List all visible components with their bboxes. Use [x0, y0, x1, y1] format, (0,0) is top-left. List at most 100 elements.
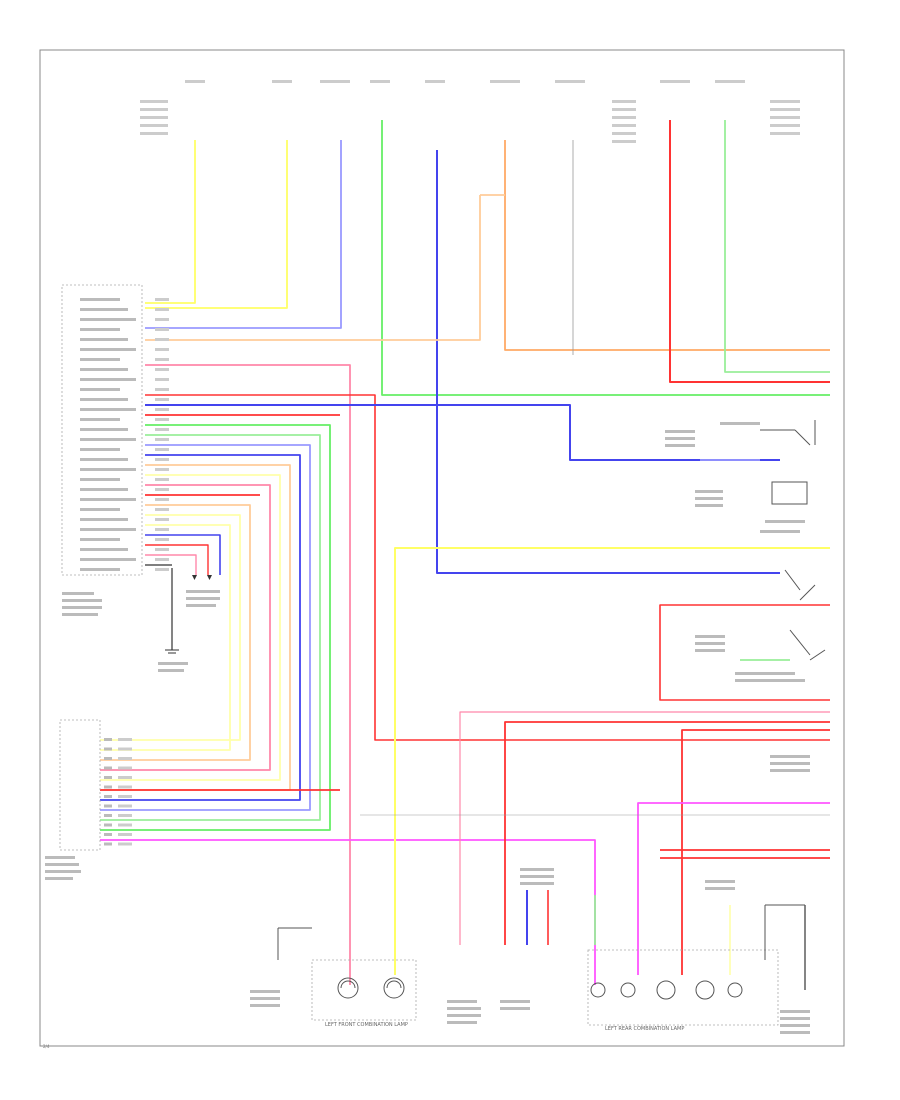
- indicator-connector: [186, 575, 220, 607]
- bcm-wire-code: [155, 548, 169, 551]
- bcm-wire-code: [155, 398, 169, 401]
- brake-switch: [784, 569, 816, 601]
- cs-pin-label: [104, 776, 112, 779]
- fuse-label-4: [370, 80, 390, 83]
- wire-yellow-feed-2: [145, 140, 288, 309]
- bcm-pin-label: [80, 368, 128, 371]
- bcm-pin-label: [80, 528, 136, 531]
- bcm-wire-code: [155, 458, 169, 461]
- cs-pin-label: [104, 823, 112, 827]
- bcm-wire-code: [155, 388, 169, 391]
- bcm-wire-code: [155, 518, 169, 521]
- cs-pin-label: [104, 738, 112, 741]
- center-ground-labels: [447, 868, 554, 1024]
- bcm-wire-code: [155, 378, 169, 381]
- bcm-wire-code: [155, 528, 169, 531]
- cs-pin-label: [104, 804, 112, 808]
- right-power-label-block: [770, 100, 800, 135]
- bcm-pin-label: [80, 358, 120, 361]
- bcm-wire-code: [155, 468, 169, 471]
- left-front-lamp-label: LEFT FRONT COMBINATION LAMP: [325, 1022, 408, 1028]
- wire-peach-return: [145, 195, 481, 341]
- wire-magenta-right: [637, 802, 830, 975]
- fuse-label-1: [185, 80, 205, 83]
- bcm-footer-label: [62, 592, 102, 616]
- bcm-wire-code: [155, 558, 169, 561]
- turn-signal-switch: [695, 481, 808, 533]
- bcm-pin-label: [80, 408, 136, 411]
- fuse-label-9: [715, 80, 745, 83]
- wire-pink-bcm: [100, 484, 271, 771]
- bcm-wire-code: [155, 568, 169, 571]
- bcm-pin-label: [80, 558, 136, 561]
- bcm-pin-label: [80, 298, 120, 301]
- cs-wire-code: [118, 785, 132, 789]
- wire-green-bcm: [100, 424, 331, 831]
- bcm-wire-code: [155, 338, 169, 341]
- cs-pin-label: [104, 766, 112, 770]
- bcm-connector-box: [61, 284, 143, 576]
- bcm-pin-labels: [80, 298, 169, 571]
- cs-pin-label: [104, 842, 112, 846]
- wire-blue-bcm: [145, 404, 780, 461]
- wire-purple-feed: [145, 140, 342, 329]
- wire-magenta-cs: [100, 839, 596, 985]
- cs-wire-code: [118, 738, 132, 741]
- wire-pink-bcm-2: [145, 554, 197, 575]
- fuse-label-8: [660, 80, 690, 83]
- wire-purple-bcm: [100, 444, 311, 811]
- page-footer: 2/4: [43, 1044, 50, 1049]
- wire-blue-feed: [436, 150, 780, 574]
- wire-peach-bcm: [100, 464, 291, 791]
- bcm-wire-code: [155, 438, 169, 441]
- bcm-pin-label: [80, 448, 120, 451]
- cs-wire-code: [118, 776, 132, 779]
- wire-pink-1: [145, 364, 351, 985]
- wire-blue-bcm-2: [100, 454, 301, 801]
- cs-pin-label: [104, 833, 112, 836]
- wire-layer: [100, 120, 830, 990]
- left-power-label-block: [140, 100, 168, 135]
- wire-red-bcm: [145, 394, 830, 741]
- bcm-wire-code: [155, 298, 169, 301]
- cs-wire-code: [118, 747, 132, 751]
- wire-yellow-bcm: [100, 474, 281, 781]
- wire-red-bcm-4: [145, 544, 209, 575]
- wire-yellow-bcm-2: [100, 514, 241, 741]
- bcm-wire-code: [155, 498, 169, 501]
- right-connector-labels: [770, 755, 810, 772]
- bcm-pin-label: [80, 478, 120, 481]
- bcm-pin-label: [80, 568, 120, 571]
- bcm-pin-label: [80, 518, 128, 521]
- cs-pin-label: [104, 757, 112, 760]
- wire-green-feed: [381, 120, 830, 396]
- combination-switch-pin-labels: [104, 738, 132, 846]
- wire-yellow-bcm-3: [100, 524, 231, 751]
- combination-switch-label: [45, 856, 81, 880]
- bcm-pin-label: [80, 438, 136, 441]
- bcm-wire-code: [155, 348, 169, 351]
- bcm-wire-code: [155, 428, 169, 431]
- wire-light-green-feed: [724, 120, 830, 373]
- bcm-pin-label: [80, 398, 128, 401]
- rear-ground: [764, 904, 810, 1034]
- bcm-wire-code: [155, 418, 169, 421]
- bcm-wire-code: [155, 358, 169, 361]
- wire-yellow-loop: [394, 547, 830, 975]
- bcm-pin-label: [80, 338, 128, 341]
- mid-power-label-block: [612, 100, 636, 143]
- left-front-combination-lamp: LEFT FRONT COMBINATION LAMP: [311, 959, 417, 1028]
- fuse-label-2: [272, 80, 292, 83]
- bcm-pin-label: [80, 468, 136, 471]
- top-power-labels: [185, 80, 745, 83]
- wire-green-bcm-2: [100, 434, 321, 821]
- hazard-switch: [665, 420, 816, 447]
- diagram-frame: [39, 49, 845, 1047]
- left-rear-lamp-label: LEFT REAR COMBINATION LAMP: [605, 1026, 684, 1032]
- bcm-pin-label: [80, 348, 136, 351]
- component-layer: LEFT FRONT COMBINATION LAMP: [43, 80, 826, 1049]
- bcm-wire-code: [155, 368, 169, 371]
- cs-pin-label: [104, 747, 112, 751]
- cs-wire-code: [118, 833, 132, 836]
